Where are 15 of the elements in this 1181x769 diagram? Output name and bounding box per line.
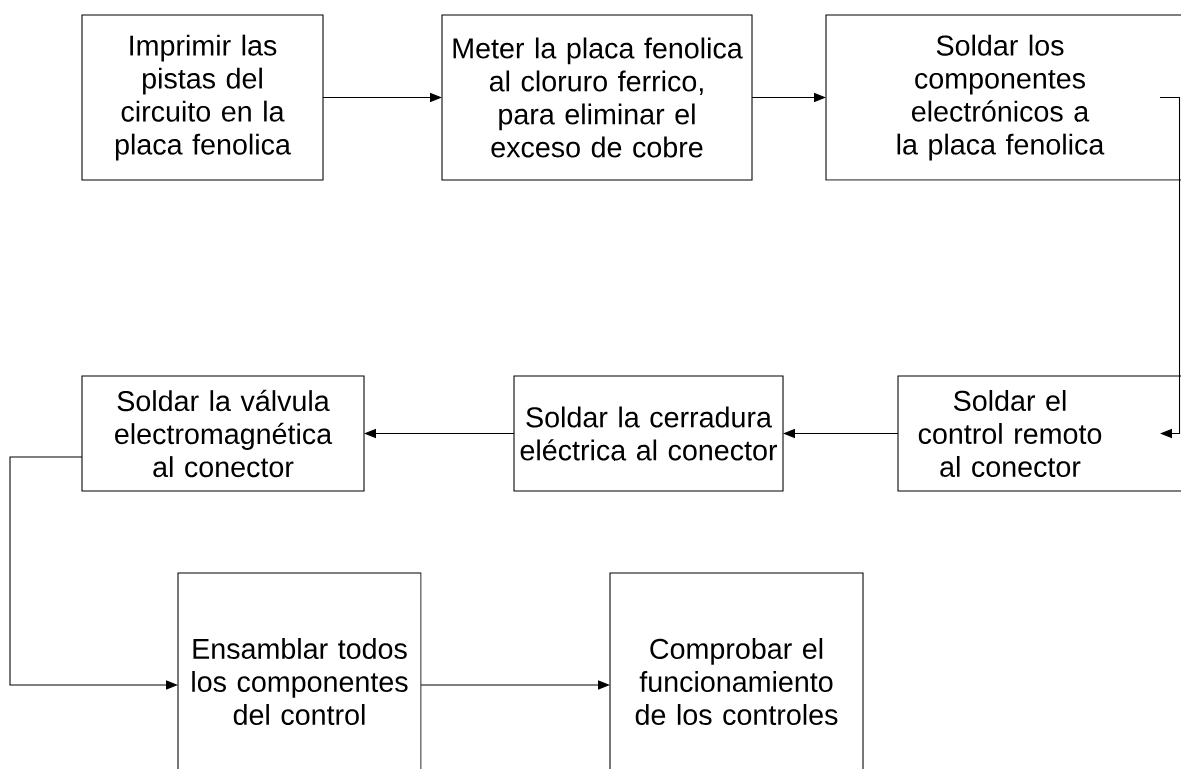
- process-box: Soldar la cerradura eléctrica al conector: [513, 375, 784, 492]
- process-box: Imprimir las pistas del circuito en la placa fenolica: [81, 14, 324, 181]
- arrow: [751, 92, 826, 103]
- process-box: Comprobar el funcionamiento de los controles: [609, 572, 864, 769]
- arrow: [783, 428, 899, 439]
- process-box: Soldar los componentes electrónicos a la placa fenolica: [825, 14, 1181, 181]
- arrow: [322, 92, 442, 103]
- arrow: [364, 428, 515, 439]
- arrow: [420, 680, 610, 690]
- arrow: [9, 456, 178, 690]
- process-box: Ensamblar todos los componentes del control: [177, 572, 422, 769]
- process-box: Soldar el control remoto al conector: [897, 375, 1181, 492]
- process-box: Meter la placa fenolica al cloruro ferrico, para eliminar el exceso de cobre: [441, 14, 753, 181]
- process-box: Soldar la válvula electromagnética al conector: [81, 375, 365, 492]
- arrow: [1159, 96, 1181, 439]
